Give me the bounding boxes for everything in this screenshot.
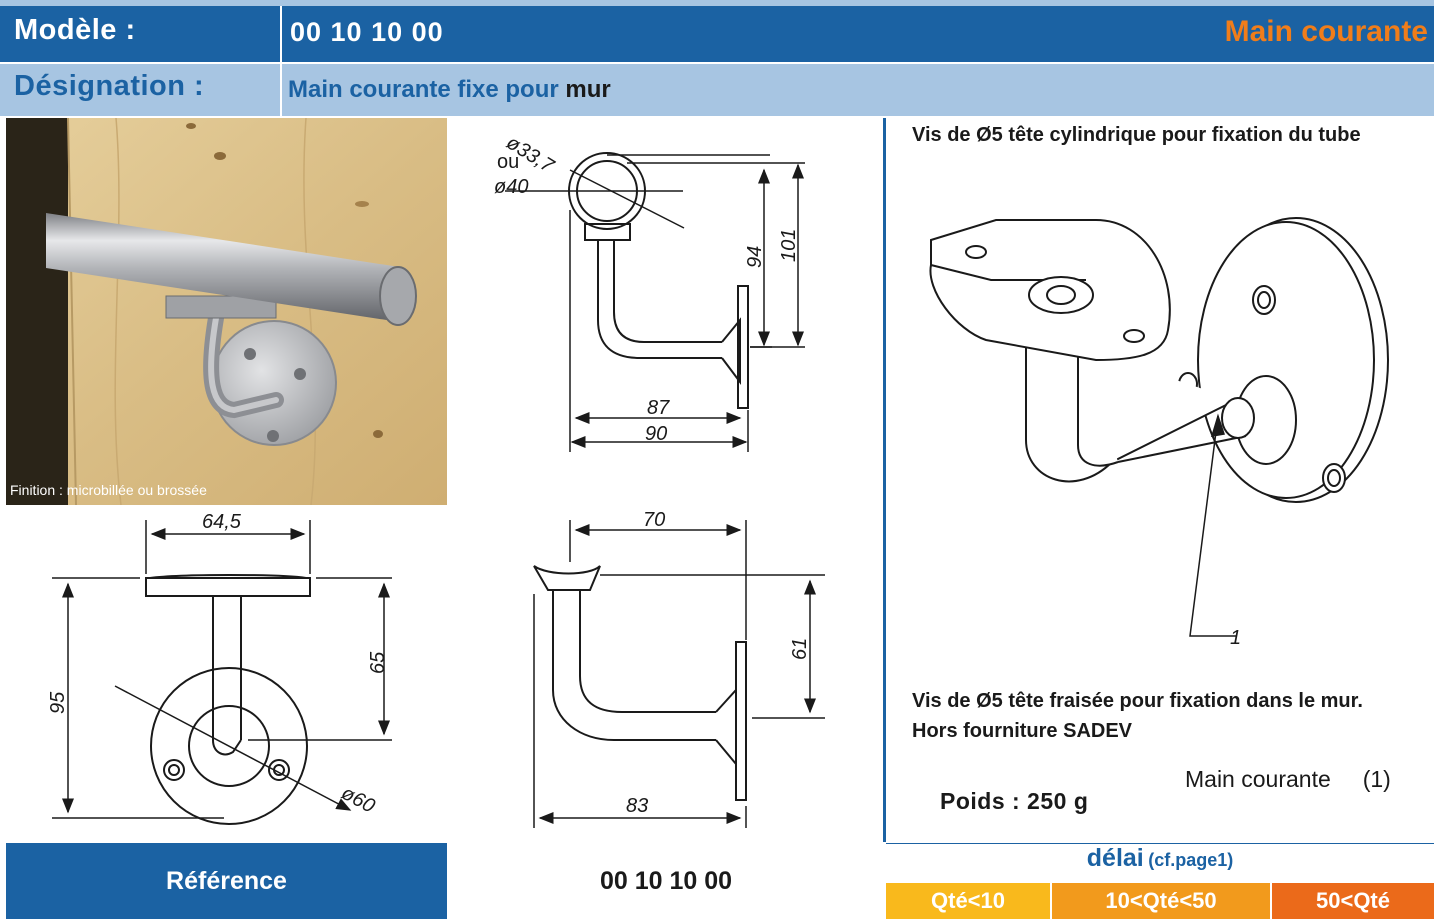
model-row-separator: [280, 6, 282, 62]
front-drawing: [52, 520, 392, 825]
dim-side-bottom: 83: [626, 795, 648, 817]
designation-value-part1: Main courante fixe pour: [288, 76, 559, 103]
note-wall-screw: Vis de Ø5 tête fraisée pour fixation dan…: [912, 686, 1422, 746]
model-value: 00 10 10 00: [290, 17, 444, 47]
dim-depth-inner: 87: [647, 397, 670, 419]
delai-header: délai (cf.page1): [886, 843, 1434, 883]
note-wall-screw-line1: Vis de Ø5 tête fraisée pour fixation dan…: [912, 690, 1363, 712]
dim-or: ou: [497, 151, 519, 173]
weight-label: Poids : 250 g: [940, 788, 1089, 814]
qty-tier-1: Qté<10: [886, 883, 1050, 919]
note-wall-screw-line2: Hors fourniture SADEV: [912, 720, 1133, 742]
designation-row-separator: [280, 64, 282, 116]
note-tube-screw: Vis de Ø5 tête cylindrique pour fixation…: [912, 124, 1361, 146]
qty-tier-3: 50<Qté: [1272, 883, 1434, 919]
reference-label: Référence: [166, 866, 287, 895]
reference-label-cell: Référence: [6, 843, 447, 919]
dim-depth-outer: 90: [645, 423, 667, 445]
product-photo: Finition : microbillée ou brossée: [6, 118, 447, 505]
dim-tube-b: ø40: [494, 176, 528, 198]
leader-number: 1: [1230, 627, 1241, 649]
reference-value-cell: 00 10 10 00: [447, 843, 885, 919]
qty-tier-2: 10<Qté<50: [1052, 883, 1270, 919]
technical-drawings: ø33,7 ou ø40 94 101 87 90 64,5 95 65 ø60…: [47, 132, 825, 828]
dim-height-outer: 101: [778, 229, 800, 262]
delai-note: (cf.page1): [1148, 850, 1234, 870]
isometric-drawing: 1: [929, 217, 1389, 649]
photo-caption: Finition : microbillée ou brossée: [10, 482, 207, 498]
dim-total-height: 95: [47, 691, 69, 714]
header-top-line: [0, 0, 1434, 6]
category-title: Main courante: [1224, 15, 1428, 48]
side-drawing: [533, 520, 825, 828]
product-photo-illustration: Finition : microbillée ou brossée: [6, 118, 447, 505]
model-label: Modèle :: [14, 14, 136, 46]
dim-side-top: 70: [643, 509, 665, 531]
dim-height-inner: 94: [744, 246, 766, 268]
designation-label: Désignation :: [14, 70, 205, 102]
model-row: [0, 6, 1434, 62]
column-divider: [883, 118, 886, 842]
designation-value-part2: mur: [565, 76, 611, 103]
dim-side-height: 61: [789, 638, 811, 660]
dim-stem-height: 65: [367, 651, 389, 674]
reference-value: 00 10 10 00: [599, 866, 733, 895]
dim-plate-width: 64,5: [202, 511, 242, 533]
dim-rosette: ø60: [338, 782, 379, 818]
designation-row: [0, 64, 1434, 116]
delai-label: délai: [1086, 844, 1144, 872]
profile-drawing: [505, 152, 805, 452]
designation-value: Main courante fixe pour mur: [288, 76, 611, 104]
part-label: Main courante (1): [1185, 766, 1391, 792]
